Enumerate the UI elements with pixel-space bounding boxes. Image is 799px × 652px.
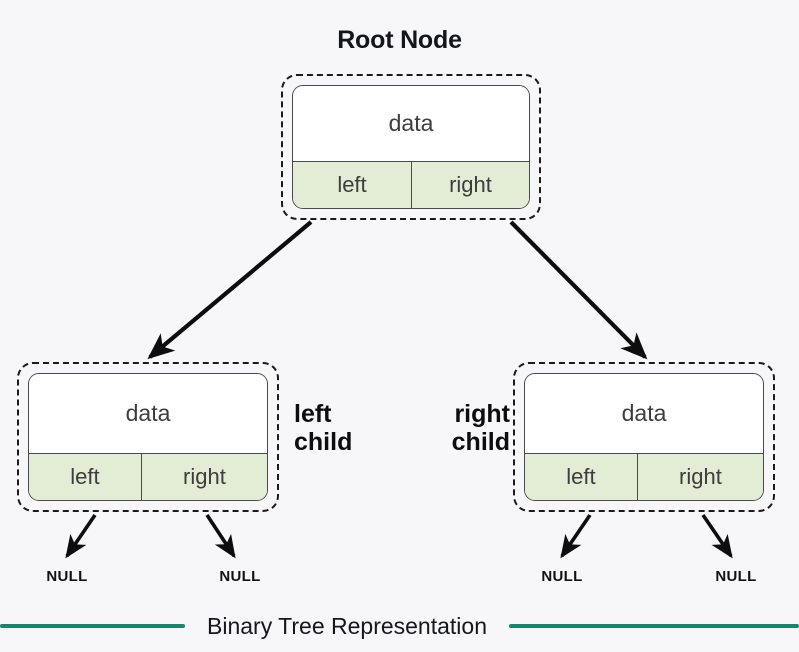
right-child-label: right child: [420, 400, 510, 456]
node-left-child: data left right: [17, 362, 279, 512]
edge-left-child-to-null-1: [65, 513, 97, 559]
node-root: data left right: [281, 74, 541, 220]
left-child-label: left child: [294, 400, 352, 456]
right-child-label-line2: child: [451, 428, 510, 456]
node-right-child-card: data left right: [524, 373, 764, 501]
caption-rule-right: [509, 624, 799, 628]
node-root-left-pointer: left: [293, 162, 412, 208]
node-root-right-pointer: right: [449, 172, 492, 197]
right-child-label-line1: right: [454, 400, 510, 428]
edge-left-child-to-null-2: [205, 514, 236, 559]
null-label-right-child-right: NULL: [715, 568, 757, 585]
edge-right-child-to-null-3: [560, 513, 592, 559]
edge-right-child-to-null-4: [701, 513, 733, 559]
caption-rule-left: [0, 624, 185, 628]
node-right-child-right-pointer: right: [679, 464, 722, 489]
left-child-label-line2: child: [294, 428, 353, 456]
caption-bar: Binary Tree Representation: [0, 602, 799, 650]
caption-text: Binary Tree Representation: [207, 612, 487, 639]
root-node-title: Root Node: [337, 26, 462, 54]
edge-root-to-left-child: [147, 220, 313, 360]
edge-root-to-right-child: [509, 220, 648, 360]
left-child-label-line1: left: [294, 400, 332, 428]
node-right-child-data-field: data: [525, 374, 763, 453]
node-root-data-field: data: [293, 86, 529, 161]
node-right-child-left-pointer: left: [525, 454, 638, 500]
node-left-child-pointer-row: left right: [29, 453, 267, 500]
node-left-child-right-pointer: right: [183, 464, 226, 489]
node-left-child-data-field: data: [29, 374, 267, 453]
node-right-child-pointer-row: left right: [525, 453, 763, 500]
node-left-child-card: data left right: [28, 373, 268, 501]
node-root-card: data left right: [292, 85, 530, 209]
node-left-child-left-pointer: left: [29, 454, 142, 500]
null-label-left-child-left: NULL: [46, 568, 88, 585]
node-root-pointer-row: left right: [293, 161, 529, 208]
node-right-child: data left right: [513, 362, 775, 512]
null-label-right-child-left: NULL: [541, 568, 583, 585]
null-label-left-child-right: NULL: [219, 568, 261, 585]
